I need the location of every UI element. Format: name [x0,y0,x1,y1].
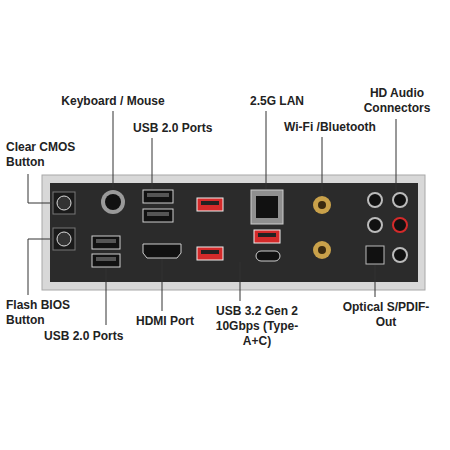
leader-line [396,119,397,192]
usb-port-red [197,247,223,260]
leader-line [162,259,163,311]
callout-label: HD Audio Connectors [350,86,444,116]
optical-port [366,246,384,264]
ps2-socket [105,194,121,210]
callout-label: Optical S/PDIF-Out [338,300,434,330]
button-cap [57,196,71,210]
lan-socket [256,196,278,218]
leader-line [113,111,114,188]
callout-label: USB 2.0 Ports [44,329,154,344]
callout-label: HDMI Port [136,314,206,329]
leader-line [28,239,52,295]
callout-label: USB 3.2 Gen 2 10Gbps (Type-A+C) [208,304,306,349]
leader-line [28,174,52,203]
usb-port [143,209,173,222]
callout-label: Clear CMOS Button [6,140,88,170]
antenna-connector [313,196,331,214]
io-panel [50,183,418,282]
usb-tongue [201,250,219,254]
leader-line [106,268,107,325]
button-cap [57,232,71,246]
usb-port-red [197,198,223,211]
callout-label: Flash BIOS Button [6,298,88,328]
audio-jack [393,248,407,262]
leader-line [266,111,267,189]
callout-label: USB 2.0 Ports [133,121,243,136]
audio-jack [393,193,407,207]
hdmi-port [143,244,181,258]
usb-tongue [96,257,116,261]
usb-tongue [147,193,169,197]
audio-jack-red [393,218,407,232]
usb-port [92,236,120,249]
audio-jack [368,218,382,232]
antenna-connector [313,241,331,259]
usb-tongue [201,201,219,205]
flash-bios-button [53,228,75,250]
callout-label: 2.5G LAN [250,94,330,109]
usb-tongue [258,233,276,237]
usb-tongue [147,212,169,216]
audio-jack [368,193,382,207]
callout-label: Keyboard / Mouse [58,94,168,109]
usb-port [143,190,173,203]
usb-port-red [254,230,280,243]
leader-line [322,137,323,195]
leader-line [240,262,241,301]
usb-type-c-port [256,251,280,261]
usb-tongue [96,239,116,243]
leader-line [152,138,153,189]
ps2-port [101,190,125,214]
antenna-core [318,201,326,209]
antenna-core [318,246,326,254]
leader-line [375,265,376,297]
usb-port [92,254,120,267]
clear-cmos-button [53,192,75,214]
callout-label: Wi-Fi /Bluetooth [284,120,404,135]
io-shield [42,175,425,290]
lan-port [251,190,283,224]
leader-lines [28,111,396,325]
